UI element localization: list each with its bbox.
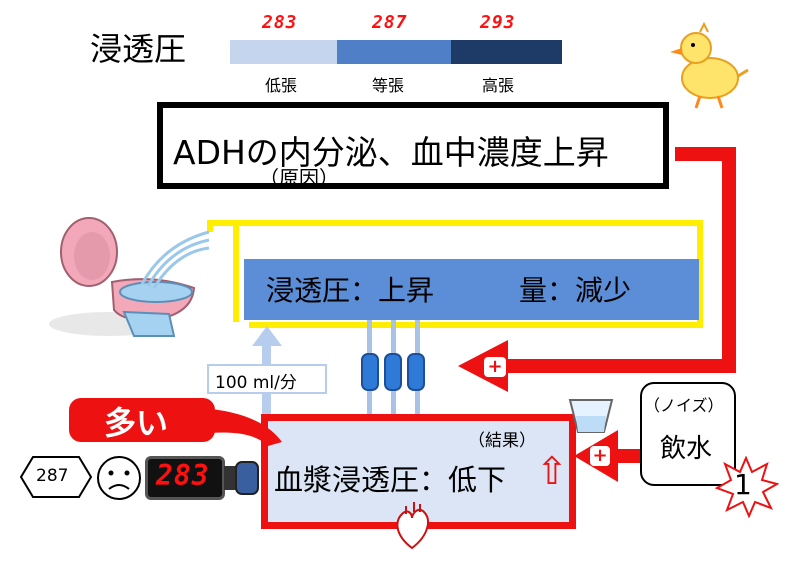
plasma-osmolarity-text: 血漿浸透圧：低下 [274, 463, 507, 497]
noise-label: （ノイズ） [644, 396, 724, 415]
flow-label: 100 ml/分 [215, 373, 297, 393]
hypotonic-segment [230, 40, 337, 64]
adh-box-cause: （原因） [259, 166, 339, 190]
page-title: 浸透圧 [90, 30, 187, 68]
drink-water-text: 飲水 [660, 434, 713, 464]
hypertonic-segment [451, 40, 562, 64]
toilet-illustration [49, 217, 210, 337]
red-connector-vertical [722, 147, 736, 373]
adh-box-title: ADHの内分泌、血中濃度上昇 [173, 133, 609, 172]
burst-badge [714, 456, 779, 518]
value-diamond [19, 456, 93, 498]
kidney-box: 浸透圧：上昇 量：減少 [244, 259, 699, 320]
scale-value-287: 287 [372, 12, 408, 33]
red-connector-top [675, 147, 736, 161]
osmometer-display [145, 456, 225, 500]
kidney-osmolarity-text: 浸透圧：上昇 [266, 274, 435, 307]
red-arrowhead-left [458, 340, 508, 392]
scale-label-isotonic: 等張 [372, 76, 405, 95]
osmometer-probe [224, 461, 259, 495]
adh-box: ADHの内分泌、血中濃度上昇 （原因） [157, 102, 669, 190]
sad-face-icon [97, 456, 141, 500]
increase-arrow: ⇧ [536, 449, 568, 493]
flow-label-box [207, 364, 327, 394]
many-callout [69, 398, 215, 442]
scale-value-293: 293 [480, 12, 516, 33]
yellow-frame-notch [233, 226, 239, 322]
many-label: 多い [104, 404, 169, 442]
plus-badge-kidney: + [484, 357, 506, 377]
kidney-volume-text: 量：減少 [519, 274, 632, 307]
result-label: （結果） [468, 431, 536, 451]
osmometer-value: 283 [156, 459, 210, 492]
isotonic-segment [337, 40, 451, 64]
flow-arrow-head [252, 326, 282, 346]
many-callout-tail [200, 408, 282, 446]
burst-number: 1 [734, 468, 752, 501]
aquaporin-tubes [361, 353, 425, 391]
diamond-value: 287 [36, 466, 69, 486]
plus-badge-plasma: + [590, 446, 610, 466]
red-connector-bottom [505, 359, 736, 373]
scale-label-hypertonic: 高張 [482, 76, 515, 95]
heart-icon [396, 502, 429, 550]
chick-illustration [670, 21, 749, 109]
osmolarity-scale-bar [230, 40, 562, 64]
water-glass-icon [568, 399, 614, 433]
scale-value-283: 283 [262, 12, 298, 33]
scale-label-hypotonic: 低張 [265, 76, 298, 95]
yellow-frame-inner-mask [207, 232, 249, 328]
noise-box: （ノイズ） 飲水 [640, 382, 736, 486]
